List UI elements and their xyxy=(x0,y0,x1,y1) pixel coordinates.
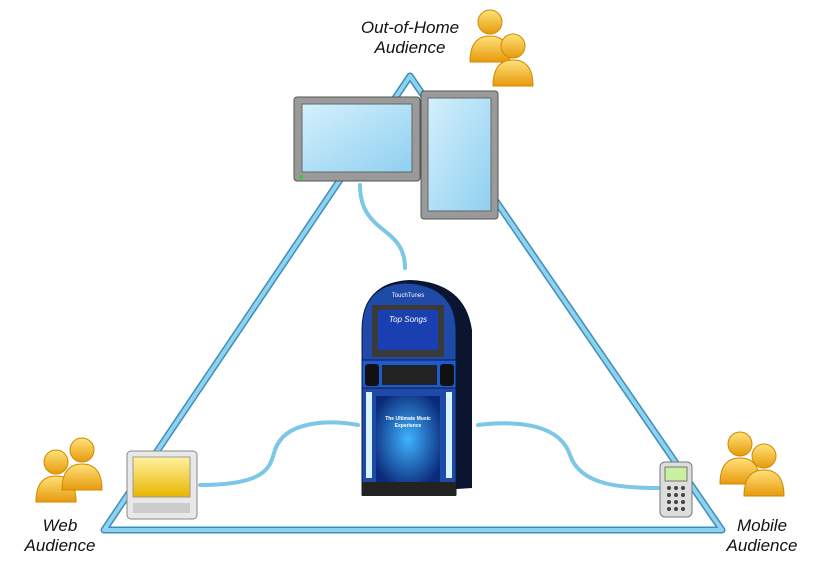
jukebox-panel-line-1: The Ultimate Music xyxy=(385,416,431,422)
mobile-people-icon xyxy=(719,431,785,497)
web-people-icon xyxy=(35,437,103,503)
web-audience-label: Web Audience xyxy=(10,516,110,556)
label-line: Web xyxy=(42,516,78,535)
jukebox-screen-title: Top Songs xyxy=(389,315,427,324)
computer-icon xyxy=(126,450,198,520)
label-line: Audience xyxy=(374,38,446,57)
jukebox-panel-line-2: Experience xyxy=(395,423,422,429)
portrait-screen-icon xyxy=(420,90,499,220)
mobile-phone-icon xyxy=(659,461,693,518)
label-line: Out-of-Home xyxy=(360,18,460,37)
jukebox-image: Top Songs TouchTunes The Ultimate Music … xyxy=(361,280,472,496)
label-line: Audience xyxy=(24,536,96,555)
out-of-home-people-icon xyxy=(469,9,534,87)
jukebox-brand: TouchTunes xyxy=(392,293,424,299)
label-line: Mobile xyxy=(736,516,788,535)
out-of-home-audience-label: Out-of-Home Audience xyxy=(350,18,470,58)
label-line: Audience xyxy=(726,536,798,555)
landscape-screen-icon xyxy=(293,96,421,182)
triangle-links xyxy=(100,72,726,534)
connector-curves xyxy=(198,183,660,490)
mobile-audience-label: Mobile Audience xyxy=(712,516,812,556)
